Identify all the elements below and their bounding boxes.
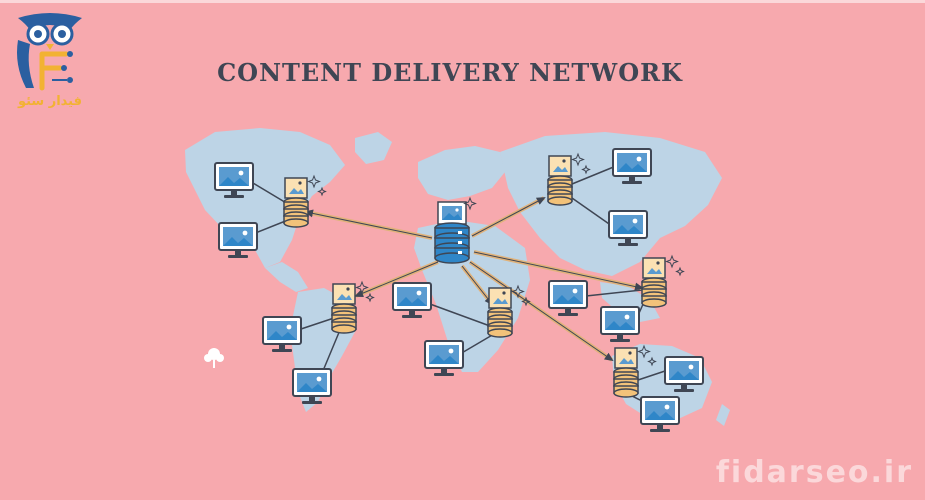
client-monitor (640, 396, 680, 433)
origin-server (434, 196, 477, 264)
delivery-arrows (304, 196, 644, 362)
connector-line (571, 165, 617, 185)
connector-line (429, 303, 491, 327)
tree-decoration (204, 348, 224, 368)
top-divider (0, 0, 925, 3)
client-monitor (600, 306, 640, 343)
connector-line (247, 179, 289, 205)
map-central-america (265, 262, 308, 292)
connector-line (585, 289, 643, 297)
map-southeast-asia (600, 282, 660, 322)
owl-logo: فیدار سئو (8, 10, 92, 110)
map-north-america (185, 128, 345, 268)
client-monitor (392, 282, 432, 319)
delivery-arrow (471, 196, 546, 238)
delivery-arrow (354, 260, 439, 298)
connector-line (571, 197, 613, 227)
map-europe (418, 146, 505, 200)
delivery-arrow (460, 264, 494, 306)
logo-text: فیدار سئو (17, 94, 83, 109)
connector-line (459, 333, 495, 355)
delivery-arrow (304, 209, 433, 240)
delivery-arrow (473, 250, 644, 291)
delivery-arrow (468, 260, 614, 362)
client-monitor (292, 368, 332, 405)
map-greenland (355, 132, 392, 164)
connector-line (297, 317, 335, 331)
map-new-zealand (716, 404, 730, 426)
client-monitor (548, 280, 588, 317)
watermark: fidarseo.ir (715, 455, 913, 490)
owl-logo-icon (17, 13, 82, 91)
diagram-title: CONTENT DELIVERY NETWORK (217, 58, 683, 87)
client-monitor (424, 340, 464, 377)
client-monitor (218, 222, 258, 259)
connector-line (637, 369, 669, 381)
edge-server-asia (641, 255, 685, 308)
